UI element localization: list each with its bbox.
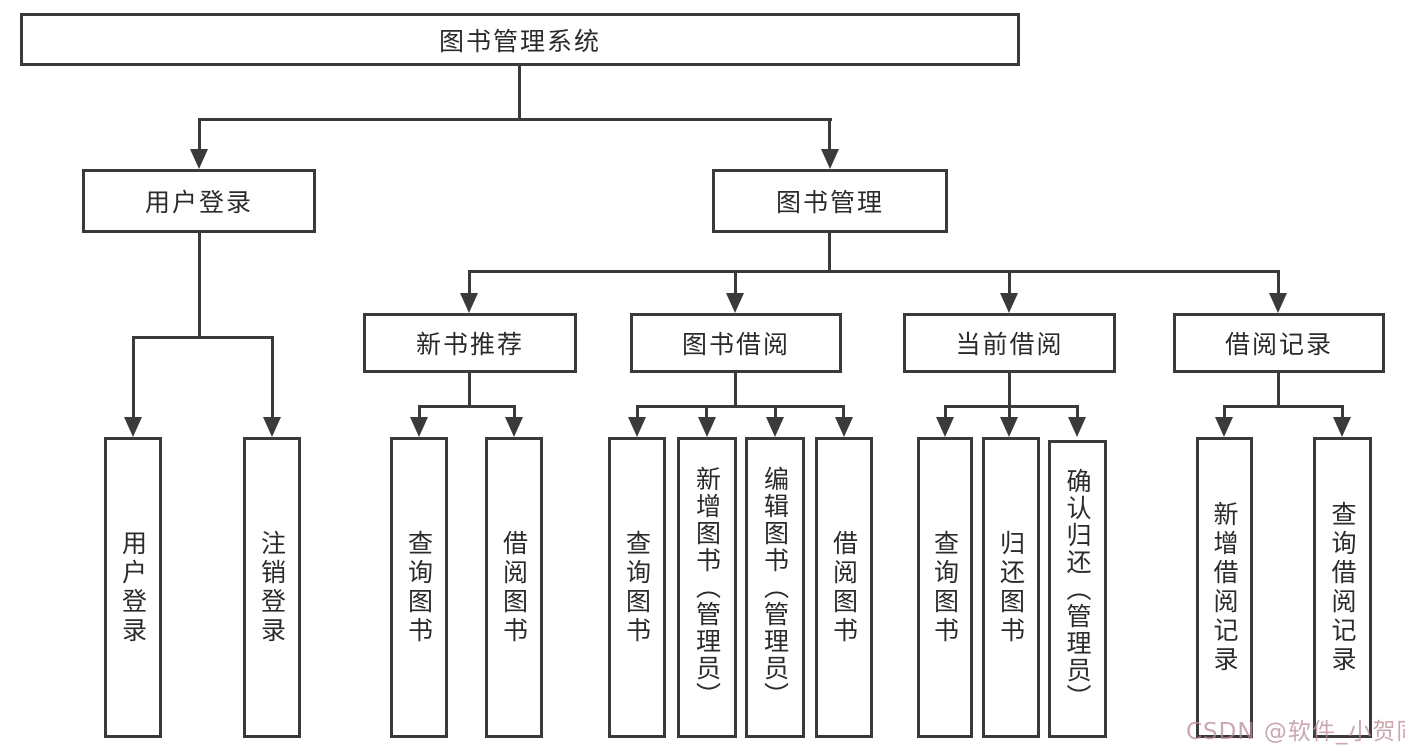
connector-borrow-record-stem <box>1277 373 1280 407</box>
arrowhead-down-icon <box>505 417 523 437</box>
connector-book-mgmt-stem <box>828 233 831 272</box>
arrowhead-down-icon <box>410 417 428 437</box>
watermark: CSDN @软件_小贺同学 <box>1186 719 1405 745</box>
connector-current-borrow-drop <box>1008 270 1011 295</box>
connector-level2-bar <box>468 270 1280 273</box>
arrowhead-down-icon <box>835 417 853 437</box>
connector-current-borrow-stem <box>1008 373 1011 407</box>
arrowhead-down-icon <box>1068 417 1086 437</box>
connector-leaf-drop <box>1076 405 1079 419</box>
connector-user-login-bar <box>132 336 274 339</box>
leaf-bb-borrow-books: 借阅图书 <box>815 437 873 738</box>
leaf-nb-query-books: 查询图书 <box>390 437 448 738</box>
leaf-logout: 注销登录 <box>243 437 301 738</box>
connector-leaf-drop <box>636 405 639 419</box>
connector-new-book-bar <box>418 405 516 408</box>
node-book-borrow: 图书借阅 <box>630 313 842 373</box>
connector-leaf-drop <box>513 405 516 419</box>
arrowhead-down-icon <box>936 417 954 437</box>
connector-user-login-drop <box>198 118 201 151</box>
connector-leaf-drop <box>1008 405 1011 419</box>
arrowhead-down-icon <box>1215 417 1233 437</box>
leaf-bb-add-books-admin: 新增图书（管理员） <box>677 437 737 738</box>
leaf-nb-borrow-books: 借阅图书 <box>485 437 543 738</box>
leaf-cb-return-books: 归还图书 <box>982 437 1040 738</box>
connector-leaf-drop <box>705 405 708 419</box>
arrowhead-down-icon <box>1000 293 1018 313</box>
arrowhead-down-icon <box>698 417 716 437</box>
connector-leaf-drop <box>1223 405 1226 419</box>
leaf-br-add-record: 新增借阅记录 <box>1196 437 1253 738</box>
node-root: 图书管理系统 <box>20 13 1020 66</box>
connector-login-drop <box>132 336 135 419</box>
arrowhead-down-icon <box>190 149 208 169</box>
arrowhead-down-icon <box>124 417 142 437</box>
connector-book-mgmt-drop <box>828 118 831 151</box>
arrowhead-down-icon <box>726 293 744 313</box>
node-new-book: 新书推荐 <box>363 313 577 373</box>
arrowhead-down-icon <box>460 293 478 313</box>
arrowhead-down-icon <box>1269 293 1287 313</box>
arrowhead-down-icon <box>628 417 646 437</box>
connector-borrow-record-drop <box>1277 270 1280 295</box>
connector-leaf-drop <box>944 405 947 419</box>
connector-book-borrow-stem <box>734 373 737 407</box>
leaf-cb-confirm-return-admin: 确认归还（管理员） <box>1048 440 1107 738</box>
connector-level1-bar <box>198 118 832 121</box>
connector-leaf-drop <box>842 405 845 419</box>
leaf-user-login: 用户登录 <box>104 437 162 738</box>
node-user-login: 用户登录 <box>82 169 316 233</box>
connector-user-login-stem <box>198 233 201 338</box>
connector-book-borrow-drop <box>734 270 737 295</box>
connector-current-borrow-bar <box>944 405 1079 408</box>
connector-root-stem <box>518 66 521 120</box>
connector-logout-drop <box>271 336 274 419</box>
connector-leaf-drop <box>774 405 777 419</box>
connector-new-book-stem <box>468 373 471 407</box>
leaf-cb-query-books: 查询图书 <box>917 437 973 738</box>
arrowhead-down-icon <box>263 417 281 437</box>
connector-book-borrow-bar <box>636 405 845 408</box>
arrowhead-down-icon <box>1333 417 1351 437</box>
connector-borrow-record-bar <box>1223 405 1344 408</box>
connector-leaf-drop <box>418 405 421 419</box>
node-book-mgmt: 图书管理 <box>712 169 948 233</box>
leaf-bb-edit-books-admin: 编辑图书（管理员） <box>745 437 805 738</box>
arrowhead-down-icon <box>766 417 784 437</box>
leaf-br-query-record: 查询借阅记录 <box>1313 437 1372 738</box>
connector-new-book-drop <box>468 270 471 295</box>
leaf-bb-query-books: 查询图书 <box>608 437 666 738</box>
node-borrow-record: 借阅记录 <box>1173 313 1385 373</box>
node-current-borrow: 当前借阅 <box>903 313 1116 373</box>
arrowhead-down-icon <box>1000 417 1018 437</box>
arrowhead-down-icon <box>821 149 839 169</box>
connector-leaf-drop <box>1341 405 1344 419</box>
